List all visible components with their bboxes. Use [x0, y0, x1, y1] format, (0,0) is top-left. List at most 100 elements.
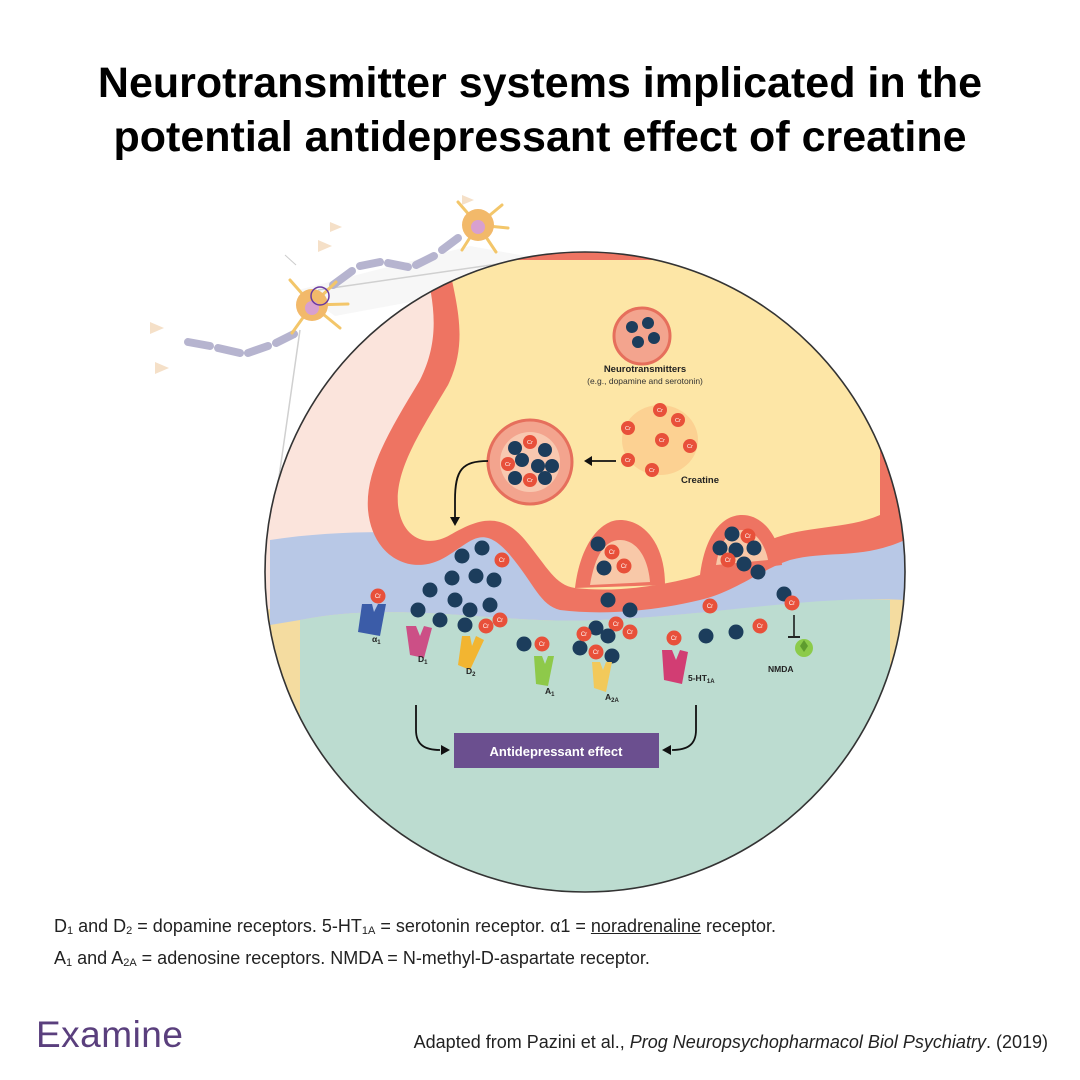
creatine-molecule	[523, 435, 537, 449]
neurotransmitter-molecule	[728, 542, 744, 558]
creatine-molecule	[671, 413, 685, 427]
creatine-molecule	[370, 588, 386, 604]
neurotransmitter-molecule	[724, 526, 740, 542]
examine-logo[interactable]: Examine	[36, 1014, 184, 1055]
cr-marker: Cr	[725, 558, 731, 564]
neuron-body-1	[288, 278, 350, 335]
release-arrow	[454, 460, 489, 520]
cr-marker: Cr	[621, 564, 627, 570]
neurotransmitter-molecule	[474, 540, 490, 556]
creatine-molecule	[702, 598, 718, 614]
neurotransmitter-molecule	[444, 570, 460, 586]
citation: Adapted from Pazini et al., Prog Neurops…	[413, 1032, 1048, 1052]
cr-marker: Cr	[499, 558, 505, 564]
neurotransmitter-molecule	[596, 560, 612, 576]
neurotransmitter-molecule	[604, 648, 620, 664]
receptor-d2	[458, 636, 484, 670]
neuron-body-2	[456, 200, 510, 254]
cr-marker: Cr	[659, 438, 665, 444]
creatine-molecule	[622, 624, 638, 640]
cr-marker: Cr	[581, 632, 587, 638]
noradrenaline-link[interactable]: noradrenaline	[590, 916, 702, 936]
creatine-molecule	[621, 421, 635, 435]
cr-marker: Cr	[707, 604, 713, 610]
label-5ht1a: 5-HT1A	[688, 673, 715, 685]
neurotransmitter-molecule	[447, 592, 463, 608]
effect-arrow-right	[671, 705, 697, 751]
magnifier-circle	[264, 251, 906, 893]
creatine-molecule	[608, 616, 624, 632]
uptake-arrowhead	[584, 456, 592, 466]
label-a1: A1	[545, 686, 555, 698]
release-arrowhead	[450, 517, 460, 526]
receptor-nmda	[788, 615, 813, 657]
cr-marker: Cr	[527, 478, 533, 484]
creatine-molecule	[621, 453, 635, 467]
cr-marker: Cr	[627, 630, 633, 636]
creatine-molecule	[653, 403, 667, 417]
neurotransmitter-molecule	[410, 602, 426, 618]
cr-marker: Cr	[625, 426, 631, 432]
neurotransmitter-molecule	[746, 540, 762, 556]
neurotransmitter-molecule	[712, 540, 728, 556]
neurotransmitter-molecule	[531, 459, 545, 473]
caption-line-2: A1 and A2A = adenosine receptors. NMDA =…	[54, 948, 650, 969]
antidepressant-effect-label: Antidepressant effect	[490, 744, 624, 759]
cr-marker: Cr	[497, 618, 503, 624]
cr-marker: Cr	[483, 624, 489, 630]
creatine-molecule	[752, 618, 768, 634]
cr-marker: Cr	[671, 636, 677, 642]
neurotransmitter-molecule	[516, 636, 532, 652]
neurotransmitter-molecule	[588, 620, 604, 636]
antidepressant-effect-box	[454, 733, 659, 768]
neurotransmitter-molecule	[572, 640, 588, 656]
label-a2a: A2A	[605, 692, 619, 704]
synapse-magnified	[265, 252, 905, 892]
axon-right	[329, 234, 462, 289]
creatine-molecule	[666, 630, 682, 646]
caption-line-1: D1 and D2 = dopamine receptors. 5-HT1A =…	[54, 916, 777, 937]
cr-marker: Cr	[613, 622, 619, 628]
receptor-d1	[406, 626, 432, 658]
cr-marker: Cr	[625, 458, 631, 464]
creatine-molecule	[645, 463, 659, 477]
neurotransmitter-molecule	[600, 592, 616, 608]
journal-name: Prog Neuropsychopharmacol Biol Psychiatr…	[629, 1032, 986, 1052]
receptor-5ht1a	[662, 650, 688, 684]
neurotransmitter-molecule	[422, 582, 438, 598]
cr-marker: Cr	[649, 468, 655, 474]
label-nmda: NMDA	[768, 664, 794, 674]
neurotransmitter-molecule	[538, 443, 552, 457]
cr-marker: Cr	[527, 440, 533, 446]
effect-arrowhead-right	[662, 745, 671, 755]
label-d2: D2	[466, 666, 476, 678]
cr-marker: Cr	[687, 444, 693, 450]
neurotransmitter-molecule	[508, 471, 522, 485]
cr-marker: Cr	[757, 624, 763, 630]
cr-marker: Cr	[505, 462, 511, 468]
page-title: Neurotransmitter systems implicated in t…	[20, 56, 1060, 164]
neurotransmitters-label: Neurotransmitters	[604, 364, 686, 375]
creatine-molecule	[655, 433, 669, 447]
vesicle-loaded	[486, 418, 574, 506]
neurotransmitter-molecule	[515, 453, 529, 467]
axon-left	[184, 330, 298, 357]
neurotransmitters-example: (e.g., dopamine and serotonin)	[587, 376, 703, 386]
receptor-a2a	[592, 662, 612, 692]
receptor-a1	[534, 656, 554, 686]
creatine-molecule	[501, 457, 515, 471]
neurotransmitter-molecule	[432, 612, 448, 628]
vesicle-top	[612, 306, 672, 366]
cr-marker: Cr	[539, 642, 545, 648]
neurotransmitter-molecule	[698, 628, 714, 644]
creatine-molecule	[784, 595, 800, 611]
label-d1: D1	[418, 654, 428, 666]
label-alpha1: α1	[372, 634, 381, 646]
neurotransmitter-molecule	[622, 602, 638, 618]
creatine-molecule	[576, 626, 592, 642]
creatine-molecule	[616, 558, 632, 574]
cr-marker: Cr	[675, 418, 681, 424]
